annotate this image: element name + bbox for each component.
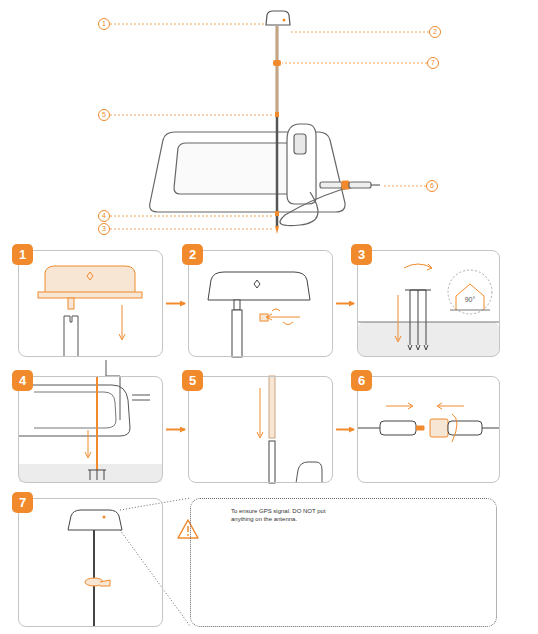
- angle-label: 90°: [465, 296, 476, 303]
- callout-number: 7: [427, 57, 439, 69]
- callout-number: 2: [429, 26, 441, 38]
- leader-lines: [110, 24, 429, 229]
- step1-sketch: [38, 266, 142, 357]
- antenna-pole: [266, 11, 290, 234]
- step-arrow: [336, 303, 354, 305]
- step-panel: 3: [357, 250, 500, 357]
- base-station: [150, 124, 380, 226]
- step7-sketch: [68, 498, 190, 626]
- step6-sketch: [358, 403, 500, 442]
- callout-number: 4: [98, 210, 110, 222]
- step-number: 4: [12, 370, 33, 391]
- step-number: 2: [182, 244, 203, 265]
- step-panel: 2: [188, 250, 333, 357]
- step2-sketch: [208, 272, 310, 357]
- step-arrow: [166, 303, 185, 305]
- callout-number: 6: [426, 180, 438, 192]
- step-panel: 5: [188, 376, 333, 483]
- callout-number: 1: [98, 18, 110, 30]
- step-panel: 7: [18, 498, 163, 627]
- warning-text: To ensure GPS signal. DO NOT put anythin…: [231, 507, 337, 523]
- step-number: 3: [351, 244, 372, 265]
- step-panel: 1: [18, 250, 163, 357]
- step-number: 1: [12, 244, 33, 265]
- callout-number: 3: [98, 223, 110, 235]
- callout-number: 5: [98, 109, 110, 121]
- step-panel: 4: [18, 376, 163, 483]
- step5-sketch: [257, 376, 322, 483]
- step-number: 7: [12, 492, 33, 513]
- step-arrow: [336, 429, 354, 431]
- warning-icon: [178, 520, 198, 538]
- step-arrow: [166, 429, 185, 431]
- warning-note: To ensure GPS signal. DO NOT put anythin…: [190, 498, 497, 627]
- step-panel: 6: [357, 376, 500, 483]
- step3-sketch: [358, 264, 499, 356]
- step-number: 6: [351, 370, 372, 391]
- step4-sketch: [18, 360, 162, 482]
- step-number: 5: [182, 370, 203, 391]
